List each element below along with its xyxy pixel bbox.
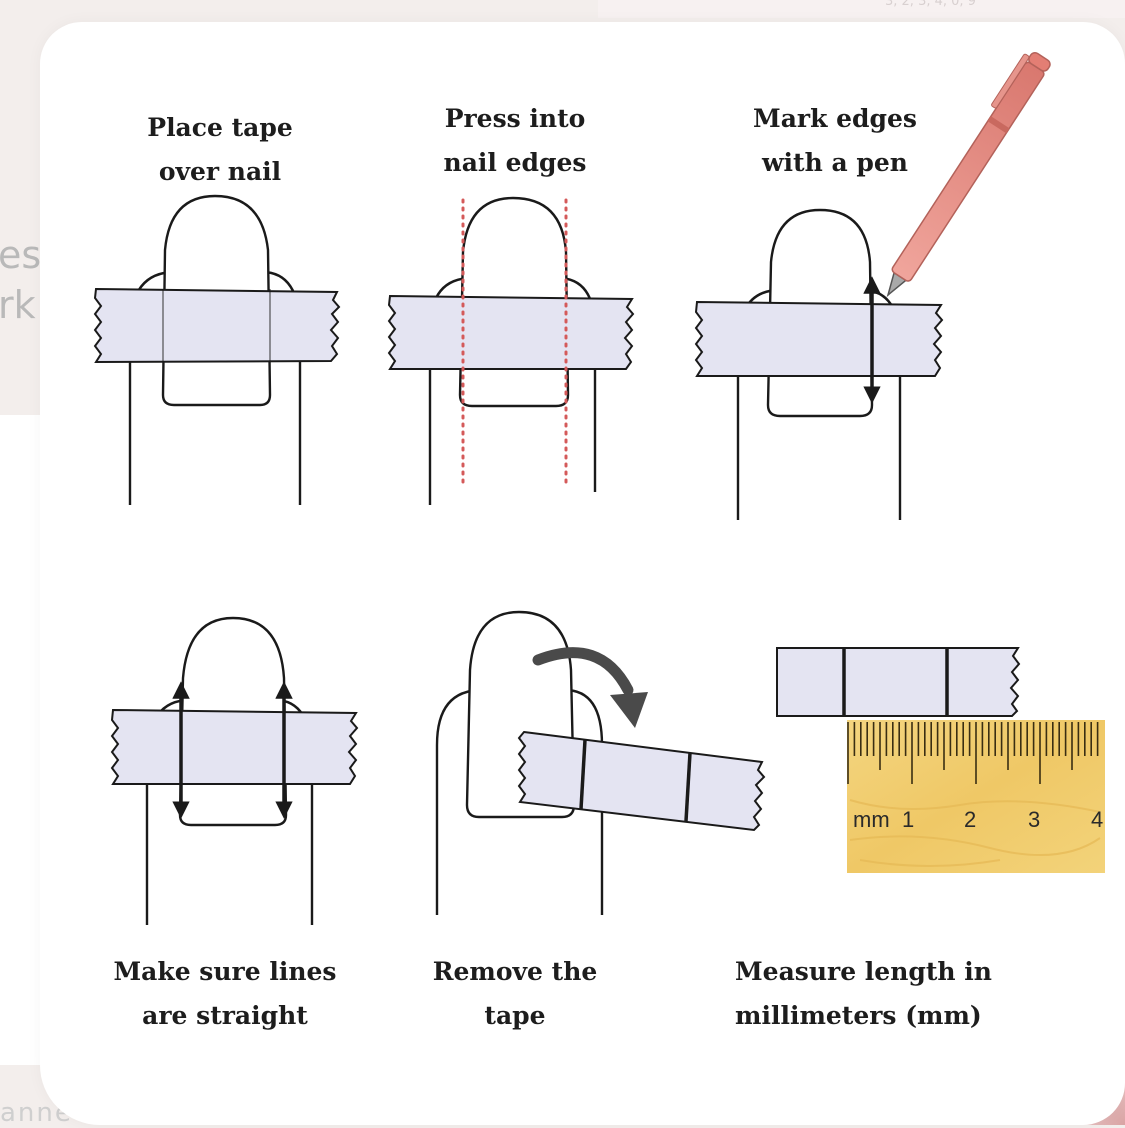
tape-strip bbox=[387, 294, 635, 370]
ruler-unit-label: mm bbox=[853, 807, 890, 832]
caption-line: Remove the bbox=[432, 957, 598, 986]
measured-tape-strip bbox=[776, 647, 1021, 717]
caption-line: Make sure lines bbox=[113, 957, 337, 986]
caption-line: over nail bbox=[158, 157, 282, 186]
caption-line: Press into bbox=[444, 104, 586, 133]
curved-arrow-icon bbox=[532, 647, 648, 728]
caption-line: tape bbox=[484, 1001, 546, 1030]
tape-strip bbox=[93, 287, 341, 364]
step-2-caption: Press into nail edges bbox=[410, 97, 620, 185]
tape-strip bbox=[694, 300, 944, 377]
caption-line: are straight bbox=[142, 1001, 308, 1030]
ruler-number-4: 4 bbox=[1091, 807, 1103, 832]
step-5-caption: Remove the tape bbox=[405, 950, 625, 1038]
step-4-illustration bbox=[110, 616, 359, 925]
caption-line: nail edges bbox=[443, 148, 587, 177]
step-1-caption: Place tape over nail bbox=[120, 106, 320, 194]
background-panel bbox=[0, 415, 45, 1065]
ruler-grain bbox=[849, 799, 1101, 867]
caption-line: Place tape bbox=[147, 113, 293, 142]
caption-line: Measure length in bbox=[735, 957, 992, 986]
caption-line: Mark edges bbox=[753, 104, 917, 133]
background-text-fragment: rk bbox=[0, 283, 36, 327]
background-strip bbox=[598, 0, 1125, 18]
tape-strip bbox=[110, 708, 359, 785]
step-3-illustration bbox=[694, 208, 944, 520]
ruler-number-3: 3 bbox=[1028, 807, 1040, 832]
ruler-ticks bbox=[847, 722, 1099, 784]
pen-icon bbox=[886, 51, 1051, 298]
step-6-illustration: mm 1 2 3 4 bbox=[776, 647, 1105, 873]
caption-line: with a pen bbox=[762, 148, 908, 177]
background-top-text: 3, 2, 3, 4, 0, 9 bbox=[885, 0, 976, 9]
ruler-number-2: 2 bbox=[964, 807, 976, 832]
caption-line: millimeters (mm) bbox=[735, 1001, 982, 1030]
step-1-illustration bbox=[93, 194, 341, 505]
step-4-caption: Make sure lines are straight bbox=[95, 950, 355, 1038]
ruler-number-1: 1 bbox=[902, 807, 914, 832]
step-5-illustration bbox=[435, 610, 766, 915]
step-2-illustration bbox=[387, 196, 635, 505]
step-6-caption: Measure length in millimeters (mm) bbox=[735, 950, 1015, 1038]
step-3-caption: Mark edges with a pen bbox=[720, 97, 950, 185]
